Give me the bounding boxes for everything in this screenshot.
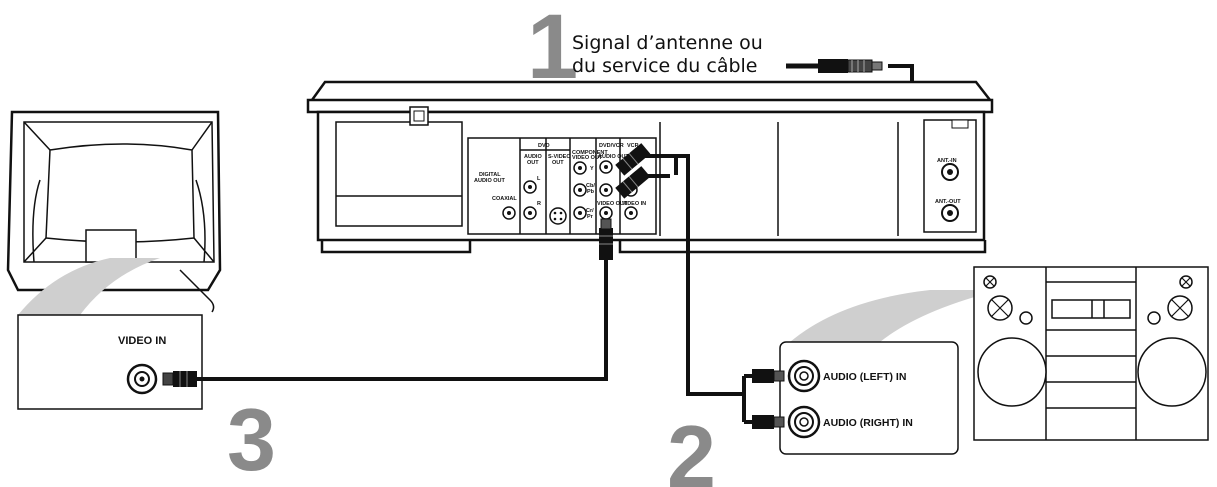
television — [6, 110, 222, 315]
label-comp-pr: Pr — [587, 214, 594, 220]
label-audio-r: R — [537, 201, 541, 207]
label-ant-out: ANT.-OUT — [935, 199, 961, 205]
audio-out-l-jack-icon — [523, 180, 537, 194]
label-audio-out-mid: AUDIO OUT — [598, 154, 630, 160]
right-speaker-icon — [1137, 275, 1207, 407]
left-speaker-icon — [977, 275, 1047, 407]
label-vcr: VCR — [627, 143, 639, 149]
video-cable — [197, 258, 608, 381]
audio-right-in-jack-icon — [787, 405, 821, 439]
stereo-center-unit — [1046, 281, 1136, 409]
label-svideo: S-VIDEO — [548, 154, 571, 160]
label-digital-audio-out: AUDIO OUT — [474, 178, 506, 184]
audio-left-plug-icon — [752, 369, 774, 383]
label-component: COMPONENT — [572, 150, 608, 156]
label-dvd: DVD — [538, 143, 550, 149]
video-cable-plug-icon — [599, 218, 613, 260]
label-dvdvcr: DVD/VCR — [599, 143, 624, 149]
label-video-in: VIDEO IN — [622, 201, 646, 207]
label-ant-in: ANT.-IN — [937, 158, 957, 164]
label-svideo-out: OUT — [552, 160, 564, 166]
label-audio-l: L — [537, 176, 541, 182]
label-coaxial: COAXIAL — [492, 196, 517, 202]
label-audio-out: OUT — [527, 160, 539, 166]
label-comp-y: Y — [590, 166, 594, 172]
stereo-audio-input-panel: AUDIO (LEFT) IN AUDIO (RIGHT) IN — [752, 341, 959, 455]
audio-left-in-label: AUDIO (LEFT) IN — [823, 371, 906, 383]
step-number-3: 3 — [227, 390, 276, 487]
audio-cable — [640, 154, 752, 424]
ant-in-jack-icon — [941, 163, 959, 181]
label-component-video-out: VIDEO OUT — [572, 155, 603, 161]
label-audio: AUDIO — [524, 154, 542, 160]
label-video-out: VIDEO OUT — [597, 201, 628, 207]
dvd-vcr-recorder: DIGITAL AUDIO OUT COAXIAL DVD AUDIO OUT … — [306, 80, 994, 254]
stereo-system — [790, 266, 1209, 441]
audio-out-mid-right-jack-icon — [599, 183, 613, 197]
vcr-video-in-jack-icon — [624, 206, 638, 220]
video-out-jack-icon — [599, 206, 613, 220]
audio-right-in-label: AUDIO (RIGHT) IN — [823, 417, 913, 429]
step-number-2: 2 — [667, 407, 716, 487]
tv-input-panel: VIDEO IN — [17, 314, 203, 410]
antenna-caption-line1: Signal d’antenne ou — [572, 32, 763, 54]
audio-out-r-jack-icon — [523, 206, 537, 220]
antenna-caption-line2: du service du câble — [572, 55, 758, 77]
label-comp-cr: Cr/ — [586, 208, 594, 214]
component-pr-jack-icon — [573, 206, 587, 220]
audio-right-plug-icon — [752, 415, 774, 429]
component-y-jack-icon — [573, 161, 587, 175]
component-pb-jack-icon — [573, 183, 587, 197]
svideo-jack-icon — [549, 207, 567, 225]
rca-plug-icon — [173, 371, 197, 387]
label-comp-cb: Cb/ — [586, 183, 595, 189]
audio-left-in-jack-icon — [787, 359, 821, 393]
label-comp-pb: Pb — [587, 189, 595, 195]
ant-out-jack-icon — [941, 204, 959, 222]
coaxial-jack-icon — [502, 206, 516, 220]
label-digital: DIGITAL — [479, 172, 501, 178]
tv-video-in-label: VIDEO IN — [118, 335, 166, 347]
audio-out-mid-left-jack-icon — [599, 160, 613, 174]
audio-cable-plugs-icon — [615, 143, 651, 199]
